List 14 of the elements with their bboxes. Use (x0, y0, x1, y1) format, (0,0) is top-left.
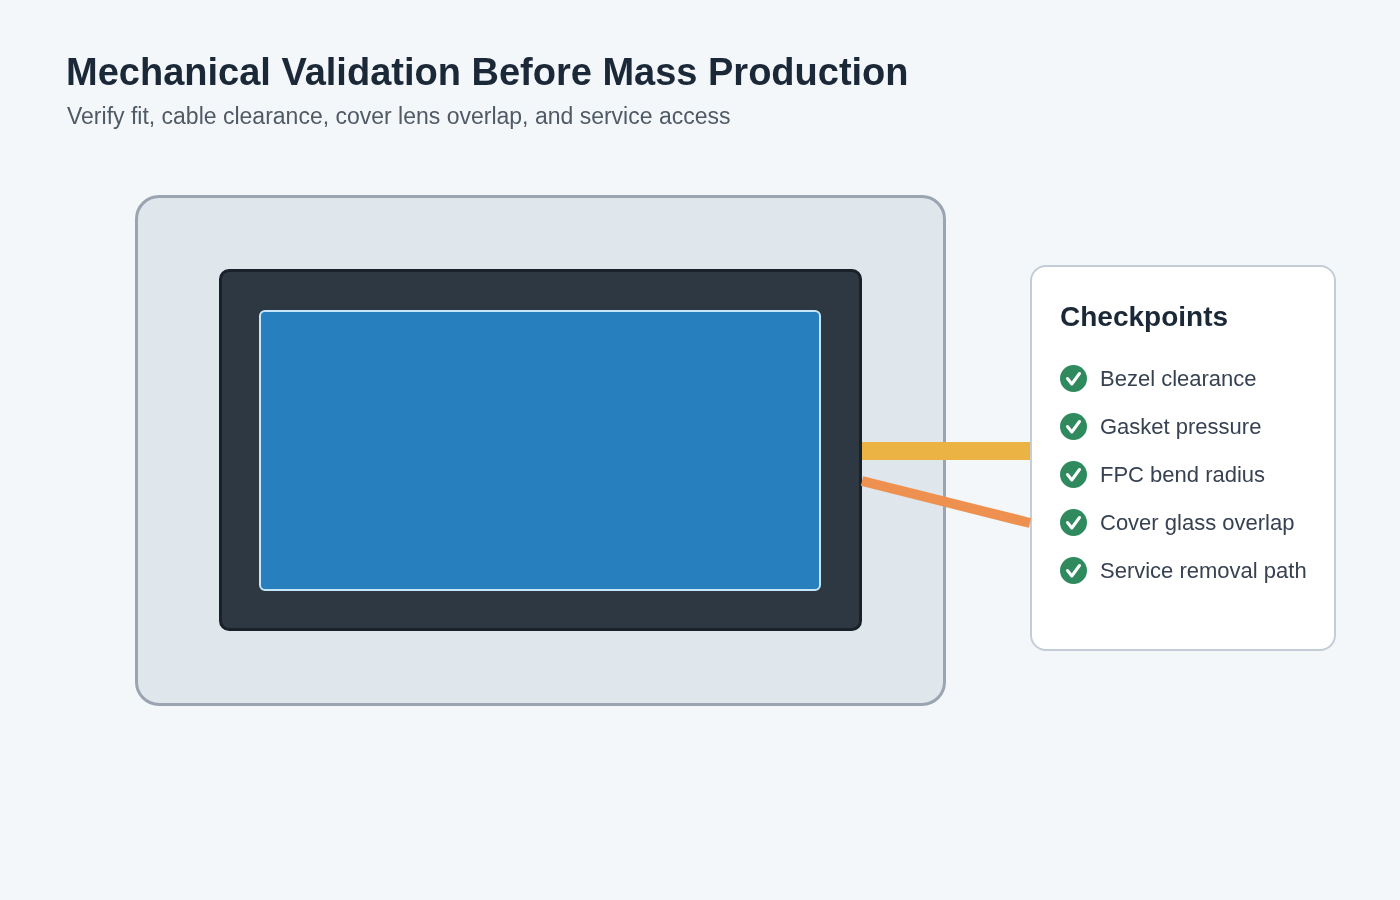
checklist-item: FPC bend radius (1100, 462, 1266, 489)
checklist-item: Cover glass overlap (1100, 510, 1295, 537)
display-bezel (219, 269, 862, 631)
checklist-item: Gasket pressure (1100, 414, 1262, 441)
diagram-title: Mechanical Validation Before Mass Production (66, 52, 909, 94)
subtitle: Verify fit, cable clearance, cover lens overlap, and service access (67, 103, 731, 131)
enclosure-frame (135, 195, 946, 706)
panel-heading: Checkpoints (1060, 300, 1229, 334)
flex-cable (860, 476, 1032, 528)
checklist-panel (1030, 265, 1336, 651)
checklist-item: Service removal path (1100, 558, 1307, 585)
checklist-item: Bezel clearance (1100, 366, 1257, 393)
display-screen (259, 310, 821, 591)
flex-cable (862, 442, 1030, 460)
